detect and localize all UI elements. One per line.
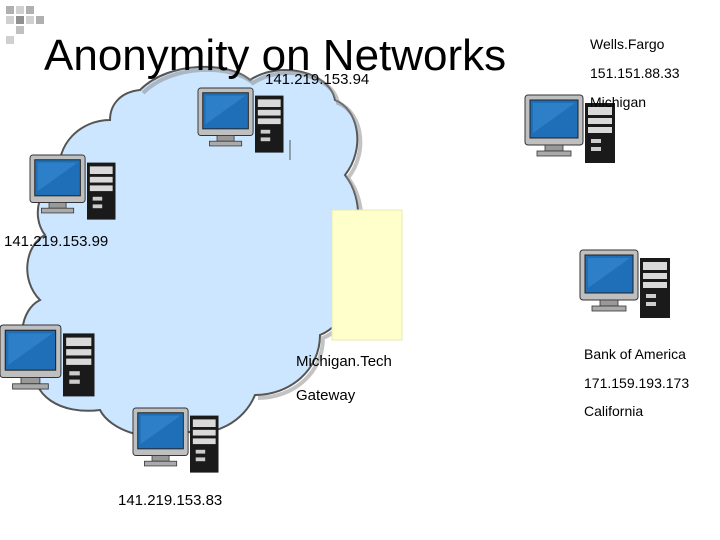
computer-icon-top — [197, 87, 284, 154]
gateway-label: Gateway — [296, 387, 356, 404]
host-ip-label: 141.219.153.83 — [118, 492, 223, 509]
computer-icon-bofa — [579, 249, 671, 319]
remote-host-location: Michigan — [590, 94, 647, 110]
title-decoration — [6, 6, 44, 44]
host-ip-label: 141.219.153.99 — [4, 233, 109, 250]
computer-icon-bottom-left — [0, 324, 96, 397]
remote-host-location: California — [584, 403, 644, 419]
gateway-box — [331, 209, 403, 341]
page-title: Anonymity on Networks — [44, 31, 507, 80]
computer-icon-bottom — [132, 407, 219, 474]
remote-host-ip: 151.151.88.33 — [590, 65, 680, 81]
remote-host-ip: 171.159.193.173 — [584, 375, 690, 391]
computer-icon-left — [29, 154, 116, 221]
gateway-label: Michigan.Tech — [296, 353, 392, 370]
host-ip-label: 141.219.153.94 — [265, 71, 370, 88]
remote-host-name: Bank of America — [584, 346, 686, 362]
remote-host-name: Wells.Fargo — [590, 36, 665, 52]
